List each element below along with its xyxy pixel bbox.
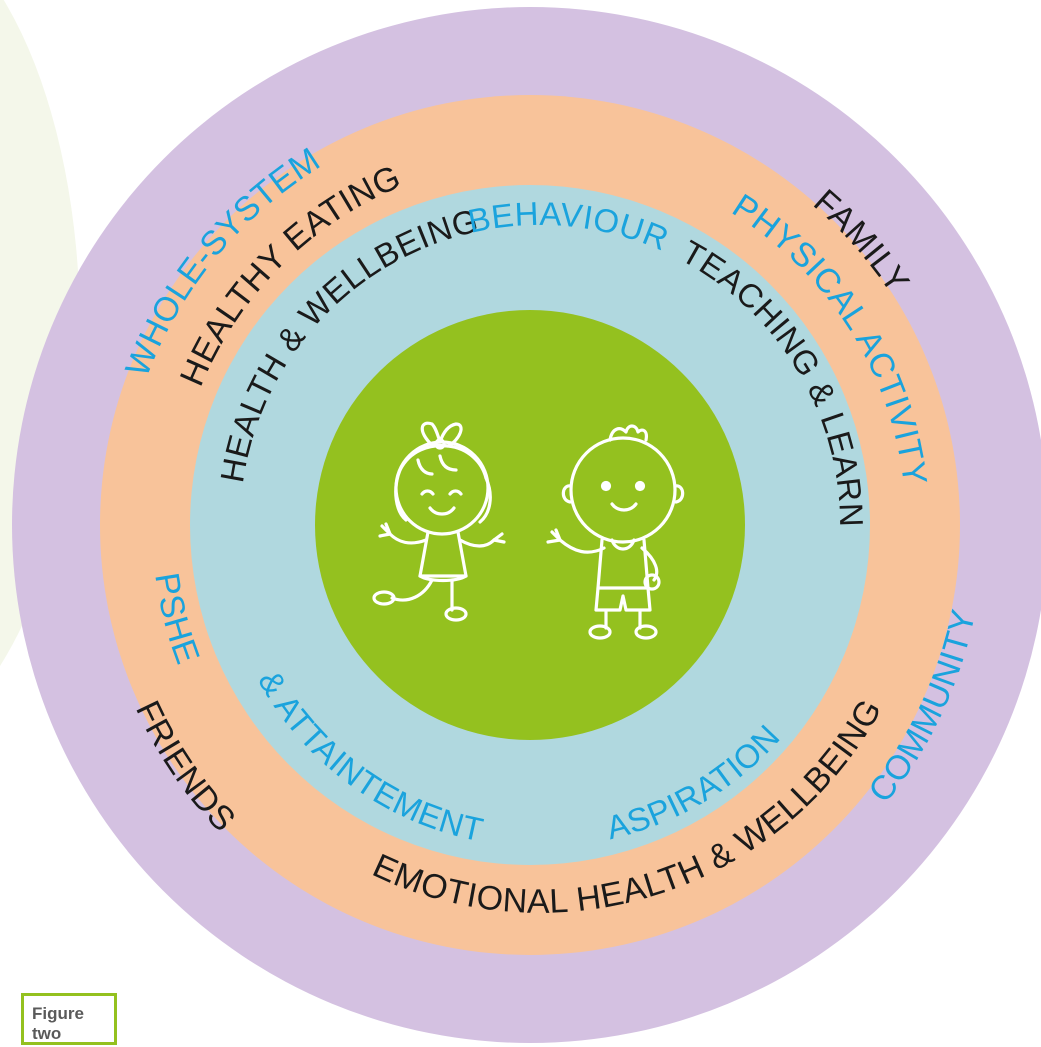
boy-figure-icon <box>546 424 685 640</box>
center-circle <box>315 310 745 740</box>
girl-and-boy-cartoon-icon <box>372 421 685 640</box>
figure-caption-box: Figure two <box>21 993 117 1045</box>
figure-caption: Figure two <box>32 1004 84 1043</box>
girl-figure-icon <box>372 421 506 622</box>
